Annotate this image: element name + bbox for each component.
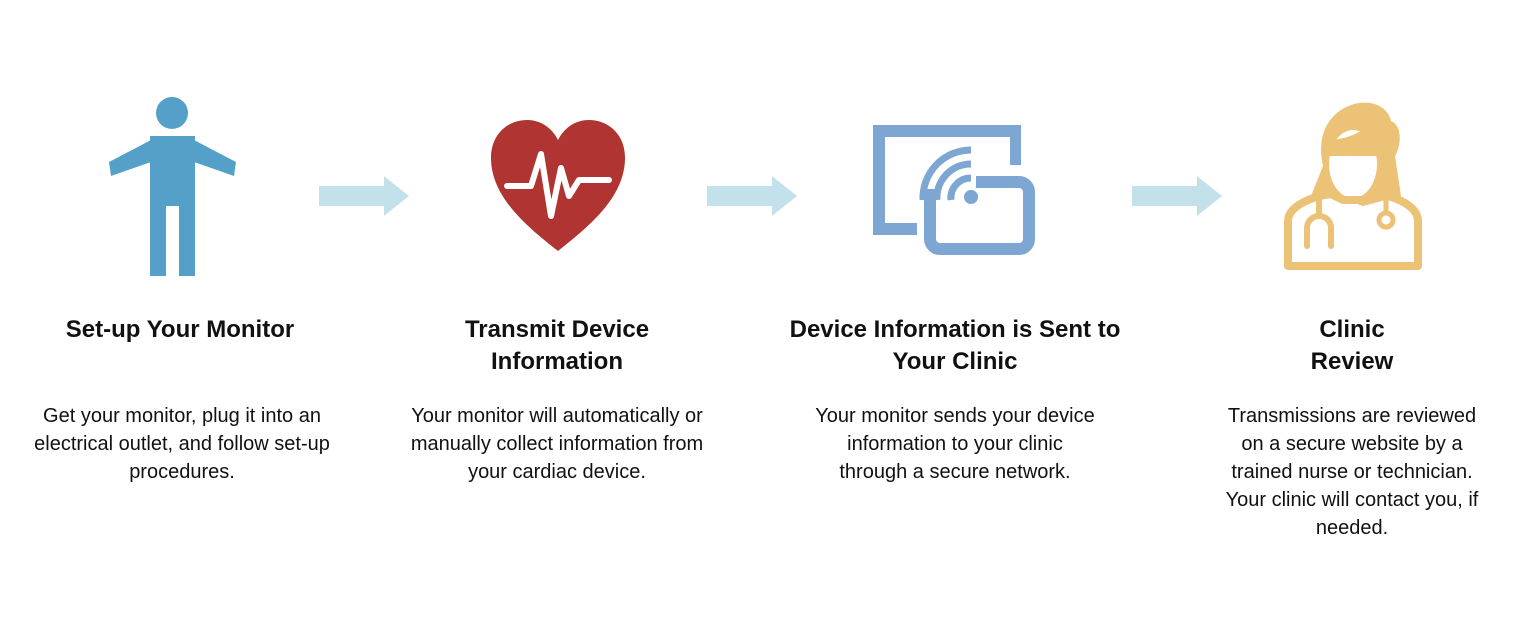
step-description: Get your monitor, plug it into an electr…	[34, 405, 330, 483]
arrow-right-icon	[319, 176, 409, 216]
step-description: Transmissions are reviewed on a secure w…	[1225, 405, 1479, 539]
arrow-right-icon	[707, 176, 797, 216]
step-title: Device Information is Sent to Your Clini…	[789, 316, 1121, 375]
step-description: Your monitor sends your device informati…	[815, 405, 1095, 483]
step-title: Transmit Device Information	[464, 316, 650, 375]
nurse-icon	[1284, 102, 1422, 270]
step-description: Your monitor will automatically or manua…	[410, 405, 704, 483]
person-icon	[109, 97, 236, 276]
arrow-right-icon	[1132, 176, 1222, 216]
step-title: Clinic Review	[1310, 316, 1394, 375]
step-title: Set-up Your Monitor	[65, 316, 295, 343]
wireless-transmission-icon	[873, 125, 1035, 255]
heart-pulse-icon	[491, 120, 625, 251]
